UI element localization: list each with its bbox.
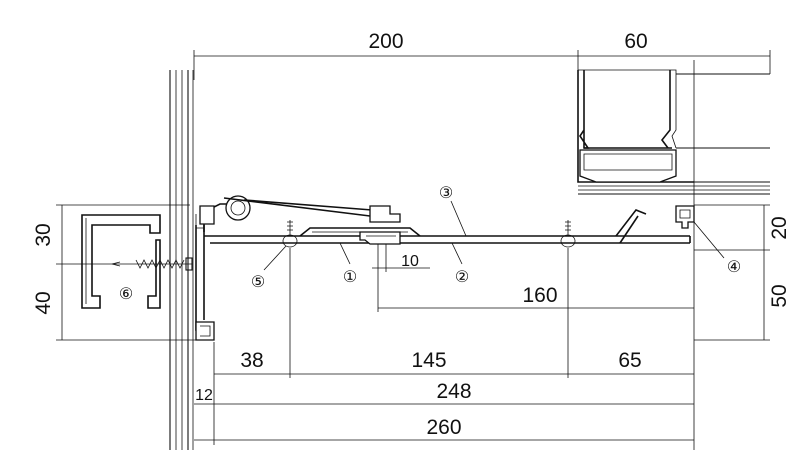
callout-6: ⑥: [119, 286, 133, 303]
upper-right-box: [577, 60, 770, 450]
callout-3: ③: [439, 185, 453, 202]
dim-30: 30: [32, 223, 55, 246]
anchor-screw: [110, 257, 193, 271]
dim-145: 145: [411, 349, 446, 372]
dim-50: 50: [768, 284, 791, 307]
dim-160: 160: [522, 284, 557, 307]
callout-1: ①: [343, 269, 357, 286]
c-channel-profile: [81, 214, 161, 309]
dim-20: 20: [768, 216, 791, 239]
dim-260: 260: [426, 416, 461, 439]
dim-12: 12: [195, 387, 213, 404]
dim-10: 10: [401, 253, 419, 270]
dim-200: 200: [368, 30, 403, 53]
dim-38: 38: [240, 349, 263, 372]
wall-structure: [169, 70, 194, 450]
main-shelf-profile: [195, 195, 695, 341]
callout-2: ②: [455, 269, 469, 286]
callout-4: ④: [727, 259, 741, 276]
dim-65: 65: [618, 349, 641, 372]
dim-40: 40: [32, 291, 55, 314]
dimension-lines: [56, 50, 771, 445]
callout-5: ⑤: [251, 274, 265, 291]
dim-60: 60: [624, 30, 647, 53]
callout-leaders: [263, 200, 725, 271]
dim-248: 248: [436, 380, 471, 403]
